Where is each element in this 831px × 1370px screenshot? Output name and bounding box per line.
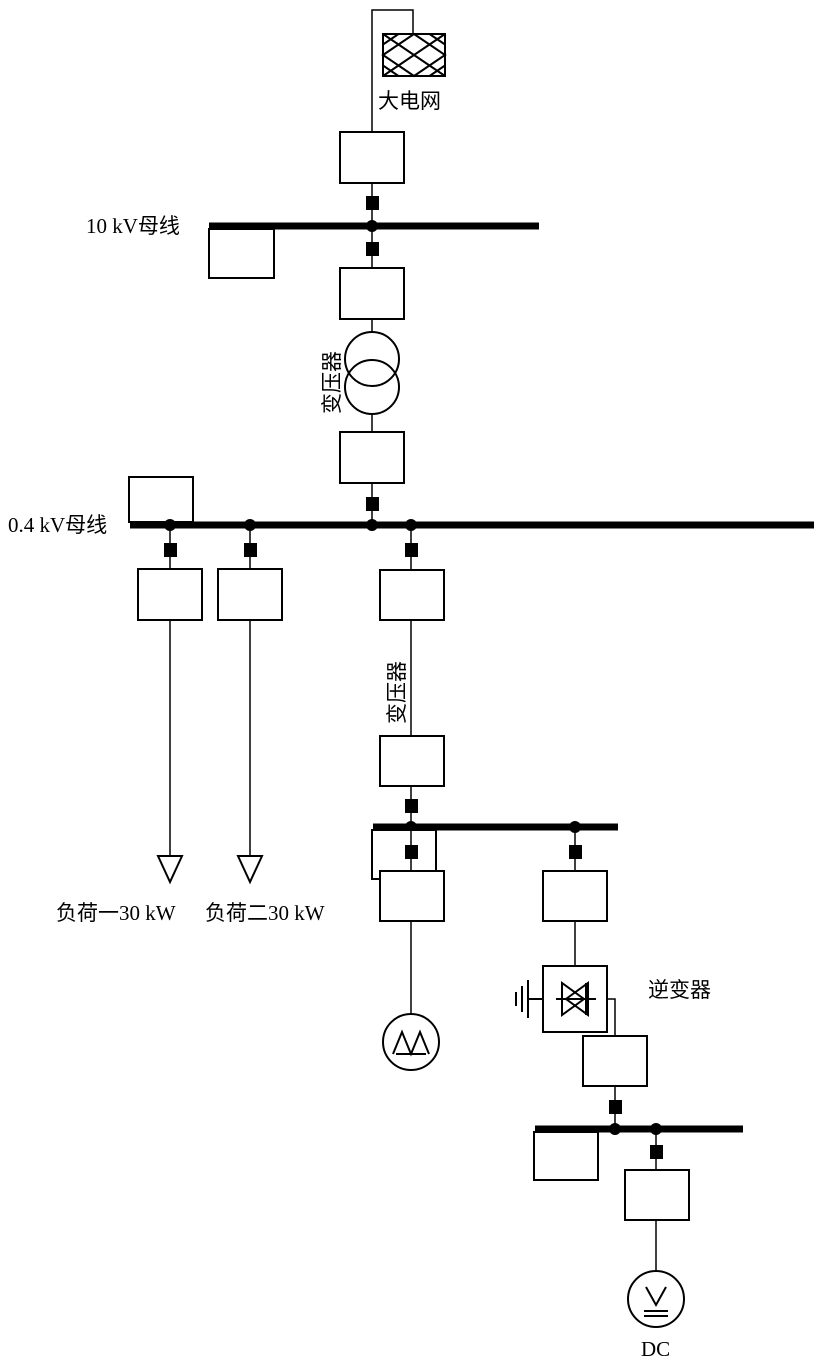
meter-box [137, 568, 203, 621]
grid-label: 大电网 [378, 89, 441, 113]
breaker [405, 543, 418, 557]
bus-10kv-label: 10 kV母线 [86, 214, 180, 238]
bus-04kv [128, 476, 814, 531]
breaker [244, 543, 257, 557]
meter-box [542, 870, 608, 922]
load-arrow-icon [236, 855, 264, 885]
meter-box [339, 431, 405, 484]
dc-label: DC [641, 1337, 670, 1361]
transformer-2-feeder [379, 525, 445, 827]
meter-box [379, 735, 445, 787]
breaker [405, 845, 418, 859]
bus-10kv [208, 220, 539, 279]
dc-source-icon [627, 1270, 685, 1328]
load-1-feeder [137, 525, 203, 885]
inverter-branch [515, 827, 648, 1129]
meter-box [582, 1035, 648, 1087]
transformer-icon [344, 331, 400, 415]
load-1-label: 负荷一30 kW [56, 901, 176, 925]
meter-box [217, 568, 283, 621]
breaker [609, 1100, 622, 1114]
transformer-2-label: 变压器 [385, 661, 409, 724]
breaker [650, 1145, 663, 1159]
breaker [366, 196, 379, 210]
breaker [405, 799, 418, 813]
breaker [366, 242, 379, 256]
main-feeder [339, 131, 405, 524]
meter-box [379, 569, 445, 621]
grid-icon [381, 32, 447, 78]
meter-box [208, 228, 275, 279]
breaker [164, 543, 177, 557]
load-arrow-icon [156, 855, 184, 885]
inverter-icon [542, 965, 608, 1033]
meter-box [624, 1169, 690, 1221]
meter-box [533, 1131, 599, 1181]
inverter-label: 逆变器 [648, 978, 711, 1002]
transformer-1-label: 变压器 [320, 351, 344, 414]
generator-branch [379, 827, 445, 1071]
meter-box [339, 131, 405, 184]
generator-icon [382, 1013, 440, 1071]
meter-box [128, 476, 194, 523]
breaker [569, 845, 582, 859]
meter-box [379, 870, 445, 922]
grid-connection: 大电网 [371, 9, 447, 132]
bus-04kv-label: 0.4 kV母线 [8, 513, 107, 537]
ground-icon [515, 980, 543, 1018]
dc-source-branch [624, 1129, 690, 1328]
dc-bus [533, 1123, 743, 1181]
meter-box [339, 267, 405, 320]
load-2-feeder [217, 525, 283, 885]
breaker [366, 497, 379, 511]
load-2-label: 负荷二30 kW [205, 901, 325, 925]
